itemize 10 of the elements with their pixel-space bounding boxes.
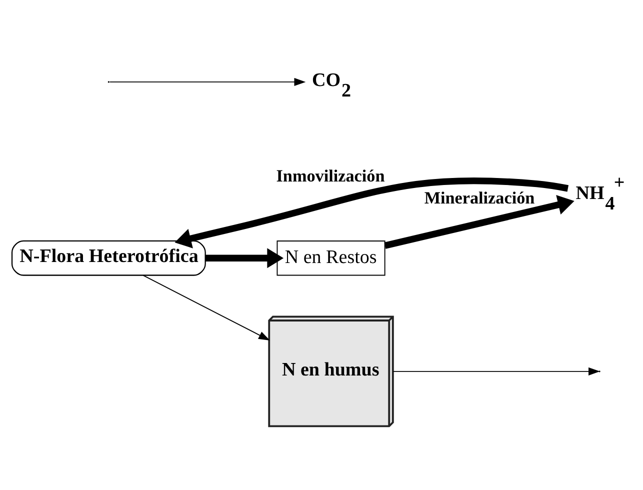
arrow: [142, 274, 270, 340]
arrow: [174, 176, 569, 248]
arrow: [109, 77, 306, 86]
edge-label: Inmovilización: [276, 166, 385, 185]
node-box: N en Restos: [276, 240, 386, 276]
node-box: N-Flora Heterotrófica: [11, 240, 206, 276]
edge-label: Mineralización: [424, 188, 535, 207]
arrow: [205, 248, 284, 268]
arrow: [392, 366, 600, 375]
arrow: [384, 194, 574, 248]
